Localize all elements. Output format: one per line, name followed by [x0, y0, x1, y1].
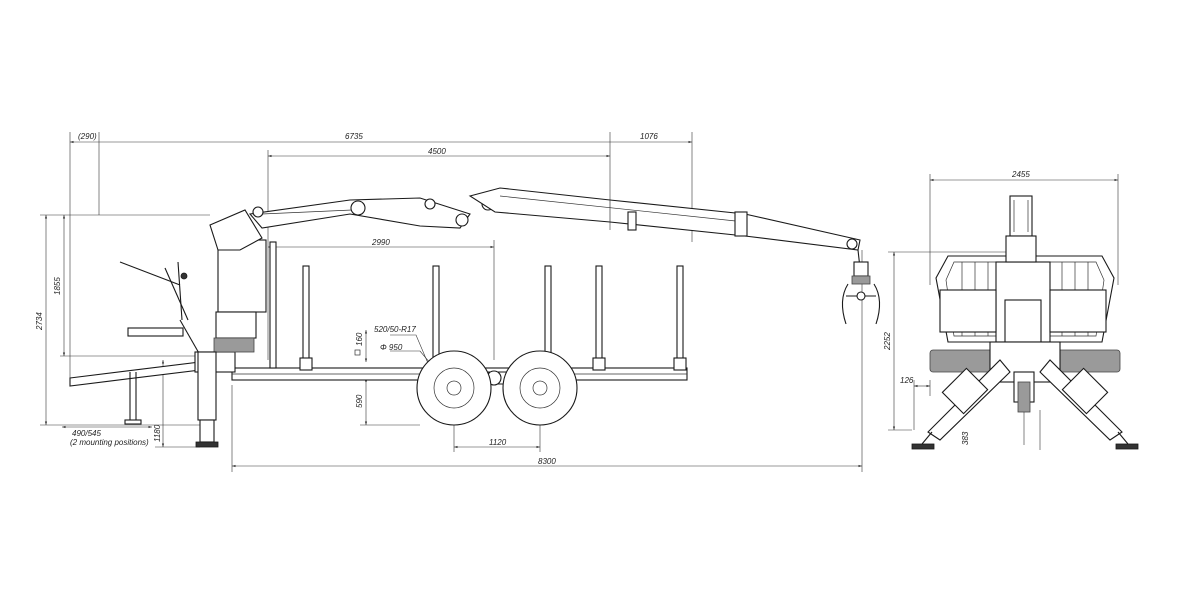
dim-total-length: 8300	[538, 457, 556, 466]
rear-load-frame	[935, 255, 1115, 343]
dim-top-overhang: (290)	[78, 132, 97, 141]
dim-frame-height: 590	[355, 394, 364, 408]
dimension-lines	[40, 132, 863, 472]
dim-mount-offset: 490/545	[72, 429, 101, 438]
dim-rear-track: 126	[900, 376, 914, 385]
dim-bunk-spacing: 2990	[371, 238, 390, 247]
dim-drawbar-height: 1180	[153, 424, 162, 442]
dim-tip-extension: 1076	[640, 132, 658, 141]
dim-crane-reach: 6735	[345, 132, 363, 141]
side-view: (290) 6735 1076 4500 2990 1120 8300 490/…	[35, 132, 881, 472]
dim-rear-height: 2252	[883, 332, 892, 351]
dim-tyre-size: 520/50-R17	[374, 325, 416, 334]
rear-stabilizer-legs	[911, 359, 1139, 450]
dim-boom-length: 4500	[428, 147, 446, 156]
rear-crane-column	[1005, 195, 1037, 263]
crane-column	[195, 209, 267, 448]
grapple	[841, 249, 881, 325]
rear-wheel	[502, 350, 578, 426]
dim-axle-spacing: 1120	[489, 438, 507, 447]
dim-bunk-height: 160	[355, 332, 364, 346]
dim-height-column: 1855	[53, 277, 62, 295]
wheel-bogie	[416, 350, 578, 426]
dim-height-overall: 2734	[35, 312, 44, 331]
square-symbol-icon	[354, 349, 361, 356]
rear-view: 2455 2252 126 383	[883, 170, 1139, 450]
dim-rear-width: 2455	[1011, 170, 1030, 179]
log-stakes	[299, 265, 687, 371]
rear-dimension-lines	[888, 174, 1119, 450]
control-stand	[119, 261, 201, 356]
main-boom	[248, 197, 495, 229]
outer-boom	[468, 187, 861, 251]
dim-mount-note: (2 mounting positions)	[70, 438, 149, 447]
dim-wheel-diameter: Φ 950	[380, 343, 403, 352]
dim-rear-leg-drop: 383	[961, 431, 970, 445]
front-wheel	[416, 350, 492, 426]
